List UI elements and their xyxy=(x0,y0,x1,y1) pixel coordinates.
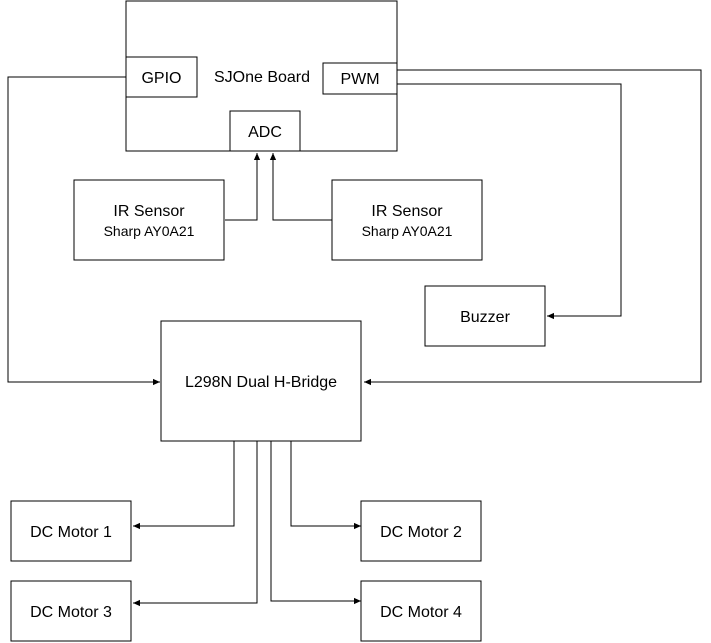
wire-hbridge-to-motor-2 xyxy=(290,441,361,530)
buzzer-label: Buzzer xyxy=(460,309,510,326)
gpio-label: GPIO xyxy=(141,70,181,87)
motor-3-label: DC Motor 3 xyxy=(30,604,112,621)
ir-left-model: Sharp AY0A21 xyxy=(104,223,195,239)
motor-2-label: DC Motor 2 xyxy=(380,524,462,541)
buzzer: Buzzer xyxy=(424,285,546,347)
ir-right-title: IR Sensor xyxy=(371,203,443,220)
wire-ir-right-to-adc xyxy=(269,153,332,221)
pwm-label: PWM xyxy=(340,71,379,88)
connections xyxy=(7,69,702,607)
wire-pwm-to-buzzer xyxy=(397,83,622,320)
dc-motor-3: DC Motor 3 xyxy=(10,580,132,642)
wire-hbridge-to-motor-4 xyxy=(270,441,361,605)
ir-right-model: Sharp AY0A21 xyxy=(362,223,453,239)
ir-left-title: IR Sensor xyxy=(113,203,185,220)
dc-motor-4: DC Motor 4 xyxy=(360,580,482,642)
adc-port: ADC xyxy=(229,110,301,152)
ir-sensor-right: IR Sensor Sharp AY0A21 xyxy=(331,179,483,261)
wire-hbridge-to-motor-3 xyxy=(133,441,258,607)
dc-motor-2: DC Motor 2 xyxy=(360,500,482,562)
l298n-h-bridge: L298N Dual H-Bridge xyxy=(160,320,362,442)
wire-ir-left-to-adc xyxy=(225,153,261,221)
ir-sensor-left: IR Sensor Sharp AY0A21 xyxy=(73,179,225,261)
wire-pwm-to-hbridge xyxy=(364,69,702,386)
gpio-port: GPIO xyxy=(125,56,198,98)
motor-1-label: DC Motor 1 xyxy=(30,524,112,541)
wire-hbridge-to-motor-1 xyxy=(133,441,235,530)
adc-label: ADC xyxy=(248,124,282,141)
board-label: SJOne Board xyxy=(214,69,310,86)
motor-4-label: DC Motor 4 xyxy=(380,604,462,621)
pwm-port: PWM xyxy=(322,62,398,95)
wire-gpio-to-hbridge xyxy=(7,76,160,386)
hbridge-label: L298N Dual H-Bridge xyxy=(185,374,337,391)
dc-motor-1: DC Motor 1 xyxy=(10,500,132,562)
